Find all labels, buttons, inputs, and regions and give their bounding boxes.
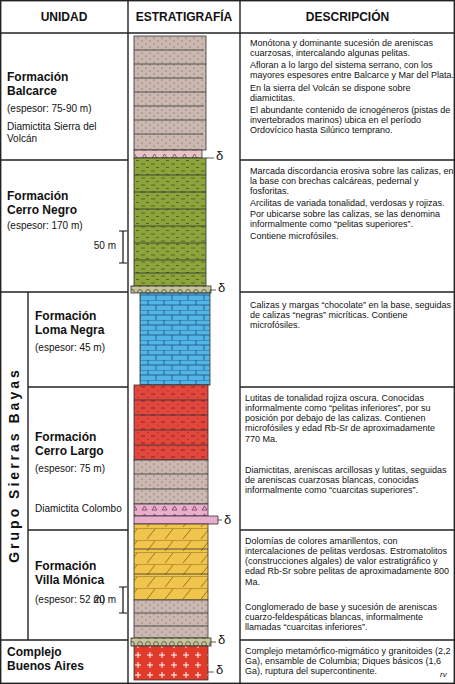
thickness-note: (espesor: 75 m) [35,463,147,474]
unit-name: Formación Loma Negra [35,310,121,338]
description-text: Dolomías de colores amarillentos, con in… [245,536,451,587]
thickness-note: (espesor: 45 m) [35,342,147,353]
unconformity-symbol: δ [224,512,231,527]
unit-cell: Formación Cerro Negro (espesor: 170 m) [0,160,128,292]
unit-cell: Formación Balcarce (espesor: 75-90 m) Diam… [0,33,128,160]
thickness-note: (espesor: 52 m) [35,594,147,605]
description-cell: Complejo metamórfico-migmático y granito… [240,640,455,684]
description-text: Monótona y dominante sucesión de arenisc… [250,38,455,58]
unit-cell: Formación Loma Negra(espesor: 45 m) [28,292,128,387]
scale-label: 20 m [94,594,116,605]
unit-name: Formación Villa Mónica [35,560,121,588]
description-text: Complejo metamórfico-migmático y granito… [245,646,451,676]
description-text: Diamictitas, areniscas arcillosas y luti… [245,465,451,495]
column-header: DESCRIPCIÓN [240,10,455,24]
member-name: Diamictita Colombo [35,503,125,515]
description-cell: Monótona y dominante sucesión de arenisc… [240,33,455,160]
description-cell: Calizas y margas “chocolate” en la base,… [240,292,455,387]
description-cell: Lutitas de tonalidad rojiza oscura. Cono… [240,387,455,530]
scale-label: 50 m [94,240,116,251]
description-text: Contiene microfósiles. [250,231,455,241]
scale-bars [119,231,127,613]
header-cell: DESCRIPCIÓN [240,0,455,33]
description-text: Conglomerado de base y sucesión de areni… [245,602,451,632]
group-name: Grupo Sierras Bayas [6,291,22,639]
unit-name: Formación Cerro Negro [7,190,93,218]
rock-beds [131,36,218,680]
unit-name: Formación Balcarce [7,71,93,99]
unit-cell: Formación Villa Mónica(espesor: 52 m) [28,530,128,640]
unit-cell: Formación Cerro Largo(espesor: 75 m)Diam… [28,387,128,530]
group-cell: Grupo Sierras Bayas Formación Loma Negra(… [0,292,128,640]
thickness-note: (espesor: 170 m) [7,220,119,231]
unconformity-ticks [206,158,222,672]
unconformity-symbol: δ [216,148,223,163]
unit-name: Formación Cerro Largo [35,431,121,459]
unconformity-symbol: δ [216,662,223,677]
thickness-note: (espesor: 75-90 m) [7,103,119,114]
member-name: Diamictita Sierra del Volcán [7,121,97,144]
unit-cell: Complejo Buenos Aires [0,640,128,684]
column-header: UNIDAD [0,10,128,24]
description-text: Afloran a lo largo del sistema serrano, … [250,60,455,80]
signature: rv [440,670,447,679]
description-text: En la sierra del Volcán se dispone sobre… [250,83,455,103]
header-cell: UNIDAD [0,0,128,33]
unconformity-symbol: δ [218,280,225,295]
unit-name: Complejo Buenos Aires [7,646,93,674]
description-text: Calizas y margas “chocolate” en la base,… [250,300,455,330]
column-header: ESTRATIGRAFÍA [128,10,240,24]
description-text: Lutitas de tonalidad rojiza oscura. Cono… [245,393,451,444]
header-cell: ESTRATIGRAFÍA [128,0,240,33]
unconformity-symbol: δ [218,632,225,647]
description-cell: Dolomías de colores amarillentos, con in… [240,530,455,640]
description-text: Arcilitas de variada tonalidad, verdosas… [250,198,455,228]
description-text: El abundante contenido de icnogéneros (p… [250,105,455,135]
description-cell: Marcada discordancia erosiva sobre las c… [240,160,455,292]
description-text: Marcada discordancia erosiva sobre las c… [250,166,455,196]
